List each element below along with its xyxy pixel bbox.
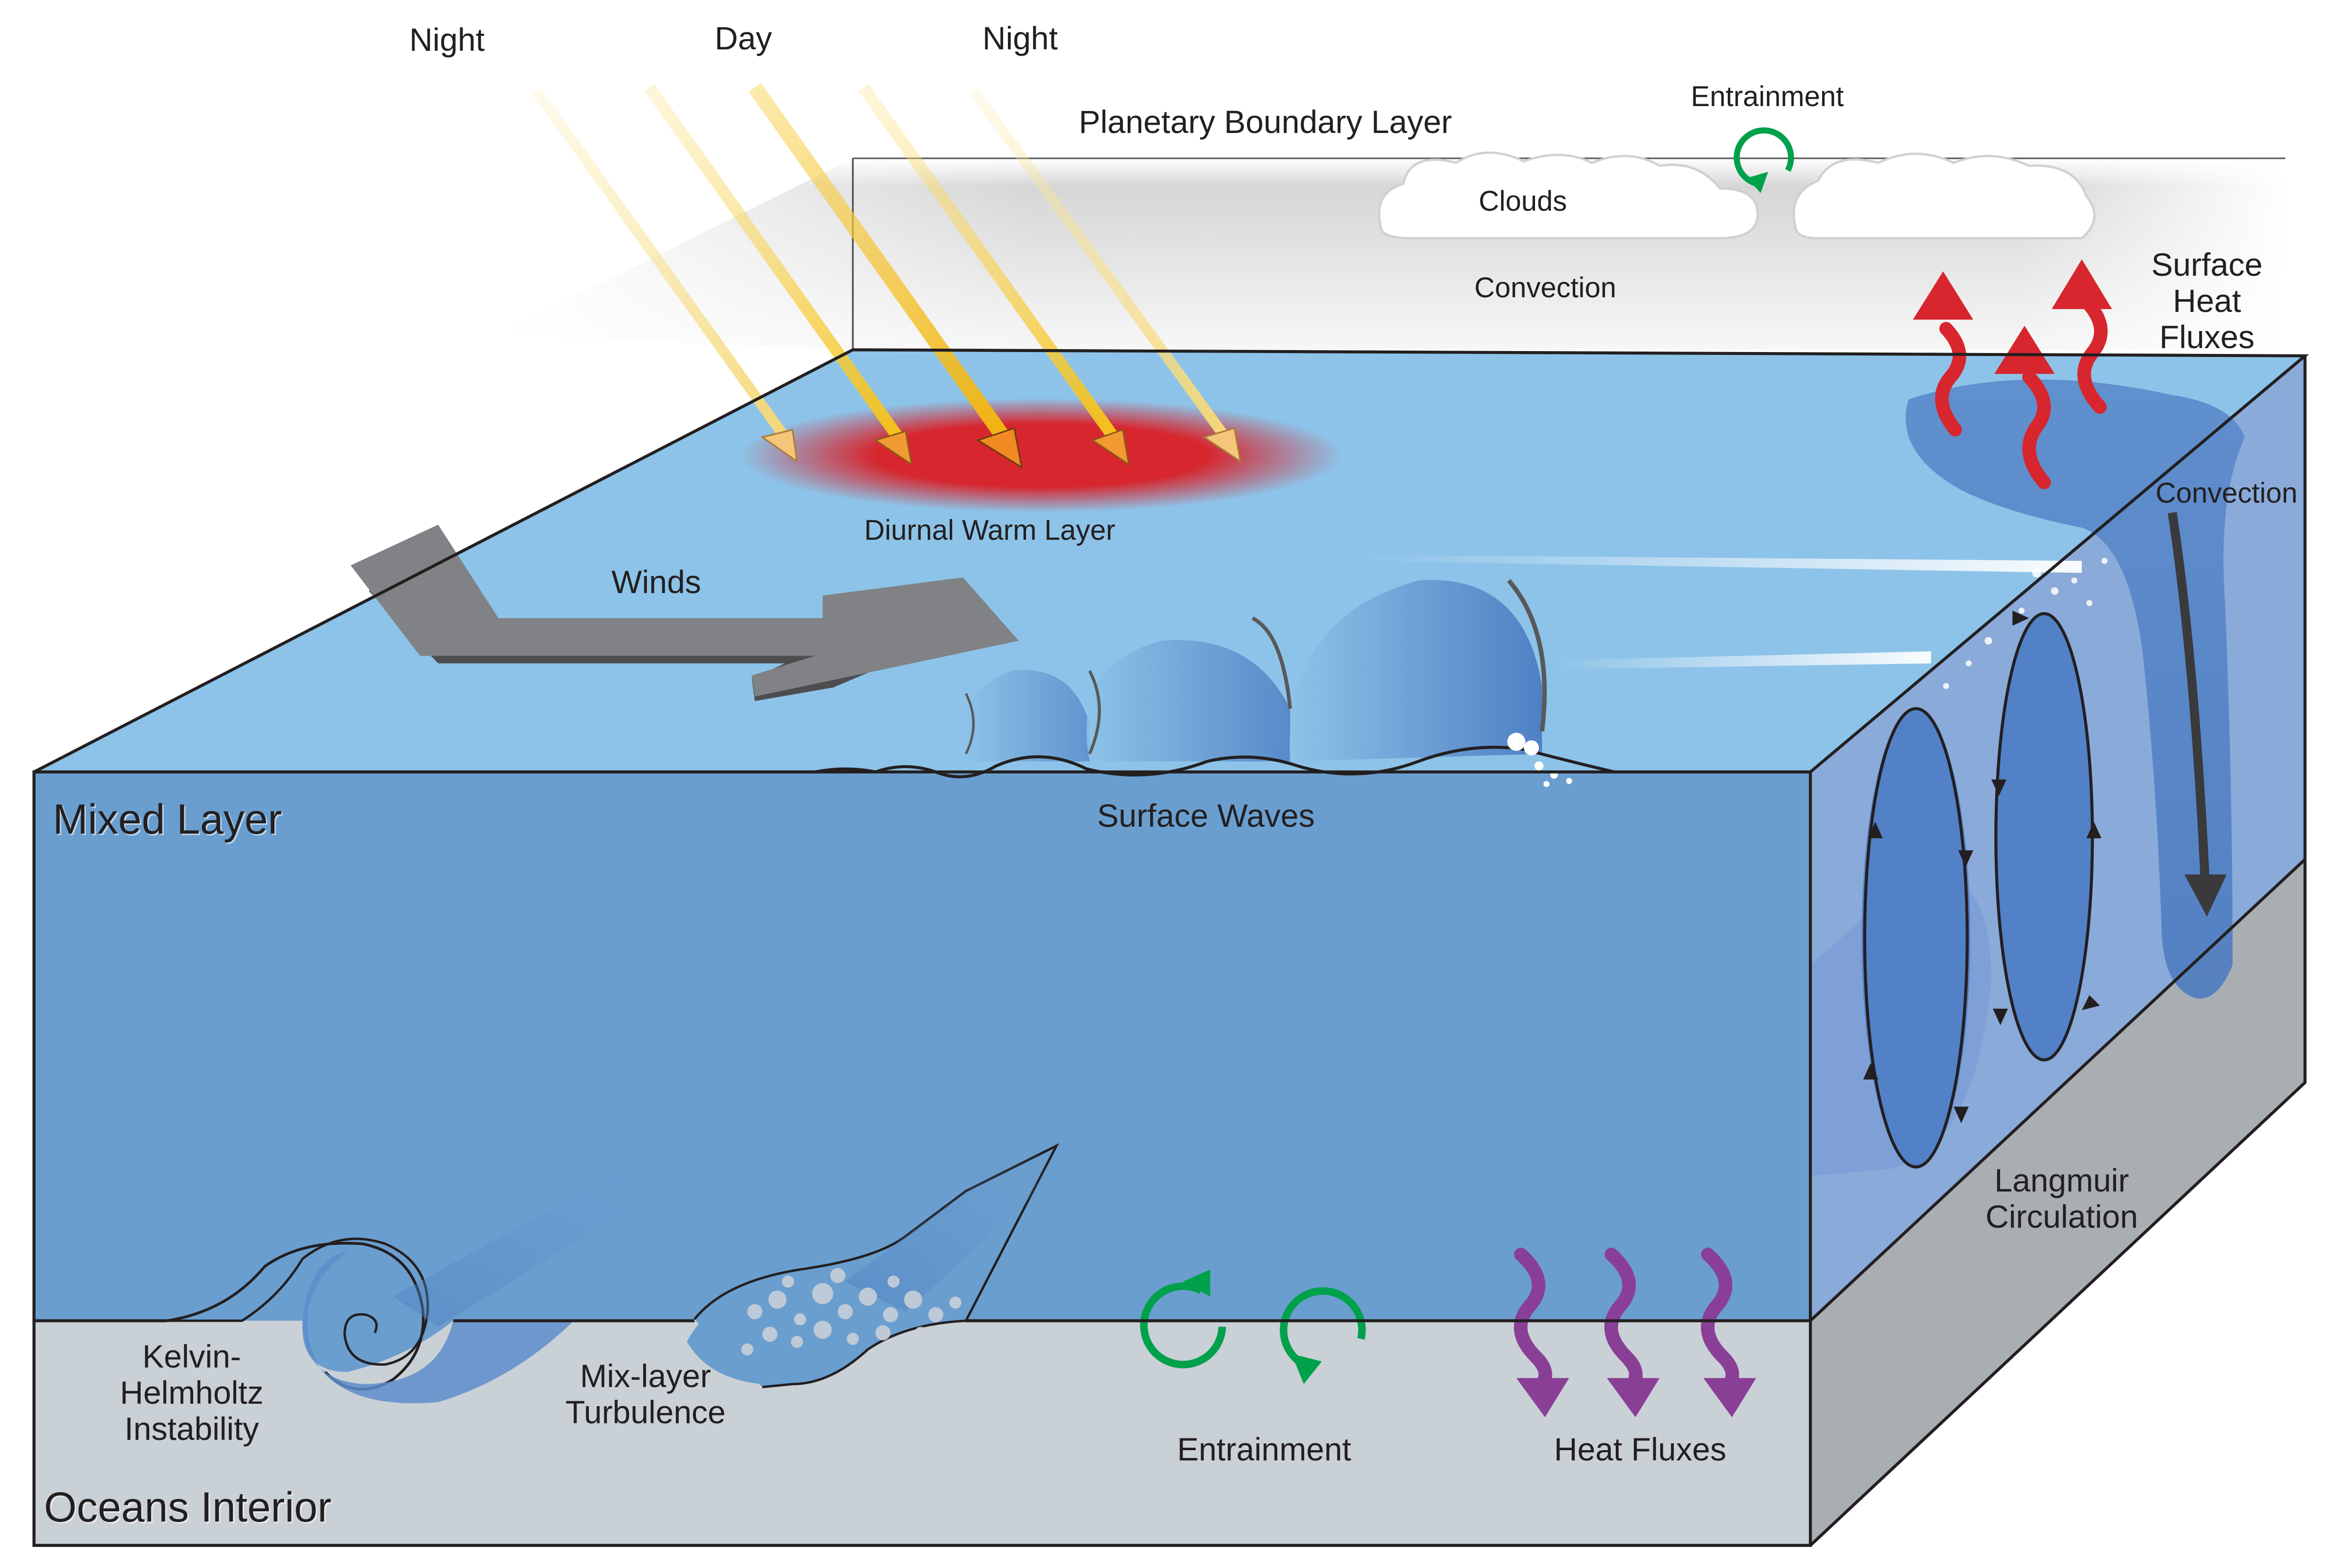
night-right-label: Night	[982, 20, 1058, 56]
entrainment-arrow-head	[1183, 1269, 1210, 1297]
wavy-up-arrow	[2022, 370, 2051, 489]
clockwise-circular-arrow	[1280, 1287, 1366, 1368]
sun-ray-arrow	[858, 84, 1119, 441]
surface-heat-fluxes	[1913, 259, 2112, 489]
wavy-up-arrow-head	[1913, 271, 1974, 320]
diurnal-warm-layer-label: Diurnal Warm Layer	[864, 514, 1115, 546]
counterclockwise-circular-arrow	[1140, 1282, 1226, 1369]
arrow-up-icon	[1863, 1062, 1878, 1080]
wavy-down-arrow	[1604, 1247, 1643, 1391]
diurnal-warm-layer	[739, 398, 1343, 513]
langmuir-circulation-label: Langmuir Circulation	[1985, 1162, 2138, 1235]
entrainment-arrow-head	[1747, 172, 1768, 193]
night-left-label: Night	[409, 22, 485, 58]
arrow-down-icon	[1991, 779, 2006, 796]
wavy-down-arrow-head	[1516, 1378, 1569, 1417]
sun-rays	[532, 83, 1242, 469]
oceans-interior-side	[1810, 859, 2305, 1546]
mix-layer-turbulence	[693, 1143, 1064, 1389]
arrow-down-icon	[1954, 1106, 1969, 1124]
convection-atmosphere-label: Convection	[1474, 272, 1617, 304]
wavy-up-arrow-head	[2051, 259, 2112, 309]
convection-plume	[1905, 379, 2245, 999]
mixed-layer-label: Mixed Layer	[53, 796, 282, 843]
entrainment-bottom-label: Entrainment	[1177, 1431, 1351, 1467]
convection-ocean-label: Convection	[2155, 477, 2298, 509]
wavy-down-arrow-head	[1606, 1378, 1660, 1417]
ocean-box-outline	[32, 348, 2309, 1547]
sun-ray-arrow	[644, 84, 903, 441]
langmuir-circulation	[1810, 557, 2108, 1176]
day-label: Day	[714, 20, 772, 56]
oceans-interior-label: Oceans Interior	[44, 1484, 332, 1531]
planetary-boundary-layer-label: Planetary Boundary Layer	[1079, 104, 1452, 140]
downward-arrow	[2184, 874, 2227, 917]
clockwise-circular-arrow	[1734, 127, 1794, 187]
arrow-up-icon	[1868, 821, 1883, 839]
wavy-down-arrow	[1514, 1247, 1552, 1391]
entrainment-top	[1734, 127, 1794, 193]
surface-heat-fluxes-label: Surface Heat Fluxes	[2151, 246, 2263, 355]
mixed-layer-front	[34, 772, 1811, 1384]
wavy-down-arrow-head	[1703, 1378, 1757, 1417]
wavy-up-arrow-head	[1994, 326, 2055, 374]
clouds-label: Clouds	[1478, 185, 1567, 217]
surface-waves-label: Surface Waves	[1097, 797, 1315, 834]
wind-arrow	[351, 525, 1019, 701]
arrow-down-icon	[1958, 850, 1974, 867]
wind-streaks	[1358, 554, 2082, 670]
kelvin-helmholtz-billow	[34, 1146, 695, 1404]
entrainment-arrow-head	[1292, 1354, 1322, 1384]
sun-ray-arrow-head	[1202, 427, 1242, 463]
arrow-down-icon	[1993, 1008, 2008, 1025]
sun-ray-arrow-head	[873, 430, 913, 466]
arrow-up-icon	[2086, 821, 2102, 839]
wavy-up-arrow	[2077, 294, 2108, 414]
kelvin-helmholtz-label: Kelvin- Helmholtz Instability	[120, 1338, 264, 1447]
clouds	[1378, 151, 2096, 240]
heat-fluxes	[1514, 1247, 1757, 1417]
winds-label: Winds	[611, 564, 701, 600]
mixed-layer-base	[34, 1241, 425, 1391]
sun-ray-arrow-head	[976, 427, 1023, 469]
sun-ray-arrow-head	[1091, 428, 1130, 466]
sun-ray-arrow-head	[760, 428, 798, 463]
mix-layer-turbulence-label: Mix-layer Turbulence	[565, 1358, 726, 1430]
arrow-up-icon	[2082, 995, 2100, 1011]
entrainment-top-label: Entrainment	[1691, 81, 1844, 112]
entrainment-bottom	[1140, 1269, 1366, 1384]
wavy-up-arrow	[1935, 322, 1966, 437]
sun-ray-arrow	[532, 87, 789, 441]
sun-ray-arrow	[969, 87, 1230, 441]
wavy-down-arrow	[1701, 1247, 1739, 1391]
heat-fluxes-label: Heat Fluxes	[1554, 1431, 1727, 1467]
arrow-right-icon	[2012, 610, 2029, 626]
surface-waves	[34, 579, 1811, 787]
langmuir-cell-front	[1863, 707, 1969, 1169]
sun-ray-arrow	[748, 83, 1010, 442]
